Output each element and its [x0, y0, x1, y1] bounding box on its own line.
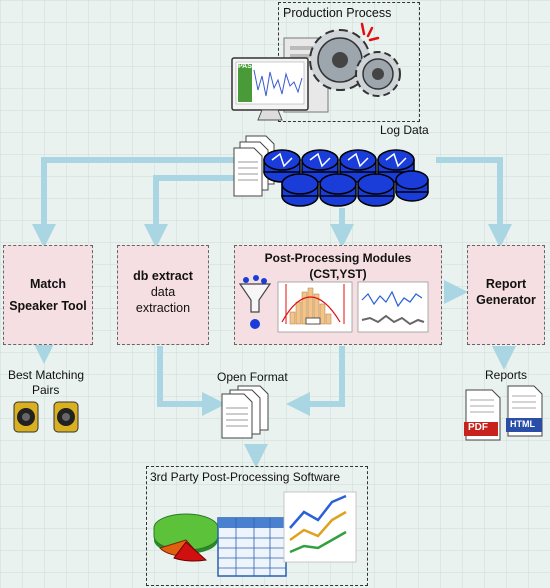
db-extract-line1: data — [150, 285, 176, 299]
connector-to-match — [32, 157, 240, 248]
connector-post-to-open — [286, 346, 345, 416]
db-extract-box: db extract data extraction — [117, 245, 209, 345]
post-processing-box: Post-Processing Modules (CST,YST) — [234, 245, 442, 345]
match-speaker-line2: Speaker Tool — [9, 299, 87, 313]
match-speaker-line1: Match — [29, 277, 67, 291]
pdf-label: PDF — [468, 422, 488, 433]
monitor-pass-text: PASS — [238, 63, 257, 70]
match-speaker-tool-box: Match Speaker Tool — [3, 245, 93, 345]
best-matching-line1: Best Matching — [8, 368, 85, 382]
report-generator-line1: Report — [485, 277, 527, 291]
open-format-label: Open Format — [217, 370, 288, 384]
production-process-title: Production Process — [283, 6, 392, 20]
post-processing-title: Post-Processing Modules — [264, 251, 412, 265]
post-processing-subtitle: (CST,YST) — [309, 267, 367, 281]
reports-label: Reports — [485, 368, 528, 382]
report-generator-line2: Generator — [476, 293, 536, 307]
best-matching-line2: Pairs — [32, 383, 60, 397]
db-extract-title: db extract — [133, 269, 193, 283]
log-data-label: Log Data — [380, 123, 429, 137]
production-process-box — [278, 2, 420, 122]
third-party-title: 3rd Party Post-Processing Software — [150, 470, 341, 484]
connector-to-db — [144, 175, 240, 248]
connector-to-report — [436, 157, 512, 248]
html-label: HTML — [510, 419, 535, 429]
connector-db-to-open — [157, 346, 226, 416]
db-extract-line2: extraction — [135, 301, 191, 315]
report-generator-box: Report Generator — [467, 245, 545, 345]
third-party-box — [146, 466, 368, 586]
